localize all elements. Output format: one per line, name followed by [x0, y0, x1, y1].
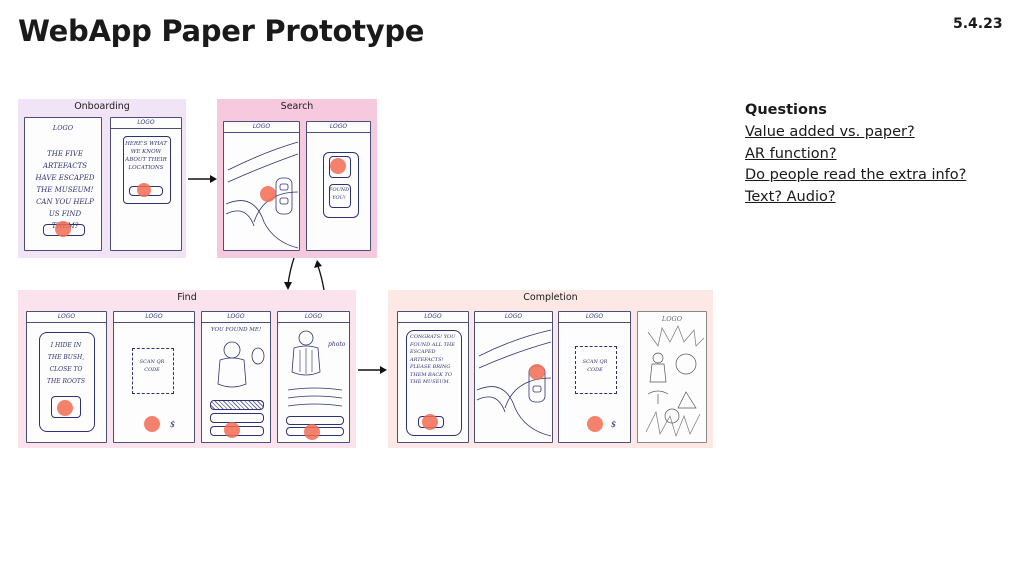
found-you-button — [329, 184, 351, 208]
questions-heading: Questions — [745, 102, 827, 118]
artefact-sketch — [217, 341, 265, 388]
logo-bar: LOGO — [27, 312, 106, 323]
sketch-text: I HIDE IN THE BUSH, CLOSE TO THE ROOTS — [47, 342, 85, 385]
touch-indicator — [224, 422, 240, 438]
phone-sketch: LOGO — [637, 311, 707, 443]
find-panel: Find LOGO I HIDE IN THE BUSH, CLOSE TO T… — [18, 290, 356, 448]
qr-scan-frame — [575, 346, 617, 394]
phone-sketch: LOGO — [474, 311, 553, 443]
panel-label: Find — [177, 292, 197, 303]
phone-sketch: LOGO FOUND YOU! — [306, 121, 371, 251]
logo-bar: LOGO — [398, 312, 468, 323]
date-label: 5.4.23 — [953, 16, 1003, 32]
sketch-text: HERE'S WHAT WE KNOW ABOUT THEIR LOCATION… — [125, 141, 167, 171]
flow-arrow — [284, 257, 325, 291]
flash-icon: $ — [170, 420, 176, 429]
phone-sketch: LOGO — [223, 121, 300, 251]
info-card — [123, 136, 171, 204]
phone-sketch: LOGO SCAN QR CODE $ — [558, 311, 631, 443]
panel-label: Search — [280, 101, 314, 112]
artefacts-celebration-sketch — [645, 325, 705, 438]
touch-indicator — [137, 183, 151, 197]
logo-bar: LOGO — [202, 312, 270, 323]
phone-sketch: LOGO CONGRATS! YOU FOUND ALL THE ESCAPED… — [397, 311, 469, 443]
question-link[interactable]: AR function? — [745, 145, 837, 162]
touch-indicator — [529, 364, 545, 380]
sketch-text: photo — [328, 341, 346, 348]
logo-bar: LOGO — [307, 122, 370, 133]
flow-arrow — [188, 175, 217, 183]
capture-button — [587, 416, 603, 432]
page-title: WebApp Paper Prototype — [18, 14, 425, 48]
logo-bar: LOGO — [114, 312, 194, 323]
logo-bar: LOGO — [559, 312, 630, 323]
sketch-text: CONGRATS! YOU FOUND ALL THE ESCAPED ARTE… — [410, 334, 456, 385]
touch-indicator — [304, 424, 320, 440]
sketch-text: SCAN QR CODE — [139, 359, 165, 373]
congrats-card — [406, 330, 462, 436]
question-link[interactable]: Do people read the extra info? — [745, 167, 967, 184]
watch-hint-button — [329, 156, 351, 178]
touch-indicator — [330, 158, 346, 174]
phone-sketch: LOGO HERE'S WHAT WE KNOW ABOUT THEIR LOC… — [110, 117, 182, 251]
sketch-text: THE FIVE ARTEFACTS HAVE ESCAPED THE MUSE… — [35, 150, 95, 230]
panel-label: Completion — [523, 292, 578, 303]
flow-arrow — [358, 366, 387, 374]
found-you-button — [51, 396, 81, 418]
search-panel: Search LOGO LOGO FOUND YOU! — [217, 99, 377, 258]
panel-label: Onboarding — [74, 101, 130, 112]
phone-sketch: LOGO SCAN QR CODE $ — [113, 311, 195, 443]
phone-sketch: LOGO photo — [277, 311, 350, 443]
touch-indicator — [260, 186, 276, 202]
phone-sketch: LOGO I HIDE IN THE BUSH, CLOSE TO THE RO… — [26, 311, 107, 443]
question-link[interactable]: Value added vs. paper? — [745, 123, 915, 140]
touch-indicator — [422, 414, 438, 430]
flash-icon: $ — [611, 420, 617, 429]
sketch-text: SCAN QR CODE — [582, 359, 608, 373]
hatched-button — [210, 400, 264, 410]
hint-card — [39, 332, 95, 432]
phone-sketch: LOGO THE FIVE ARTEFACTS HAVE ESCAPED THE… — [24, 117, 102, 251]
sketch-text: YOU FOUND ME! — [210, 327, 262, 333]
phone-sketch: LOGO YOU FOUND ME! — [201, 311, 271, 443]
hint-card — [323, 152, 359, 218]
qr-scan-frame — [132, 348, 174, 394]
question-link[interactable]: Text? Audio? — [745, 189, 836, 206]
questions-list: Questions Value added vs. paper? AR func… — [745, 100, 966, 209]
onboarding-panel: Onboarding LOGO THE FIVE ARTEFACTS HAVE … — [18, 99, 186, 258]
logo-label: LOGO — [52, 124, 74, 132]
text-lines — [287, 387, 343, 407]
touch-indicator — [57, 400, 73, 416]
map-button — [210, 413, 264, 423]
logo-bar: LOGO — [278, 312, 349, 323]
logo-bar: LOGO — [224, 122, 299, 133]
map-sketch — [476, 329, 552, 437]
logo-label: LOGO — [661, 315, 683, 323]
artefact-sketch — [291, 330, 321, 376]
logo-bar: LOGO — [475, 312, 552, 323]
map-sketch — [225, 141, 299, 249]
logo-bar: LOGO — [111, 118, 181, 129]
touch-indicator — [55, 221, 71, 237]
sketch-text: FOUND YOU! — [329, 187, 350, 201]
completion-panel: Completion LOGO CONGRATS! YOU FOUND ALL … — [388, 290, 713, 448]
capture-button — [144, 416, 160, 432]
